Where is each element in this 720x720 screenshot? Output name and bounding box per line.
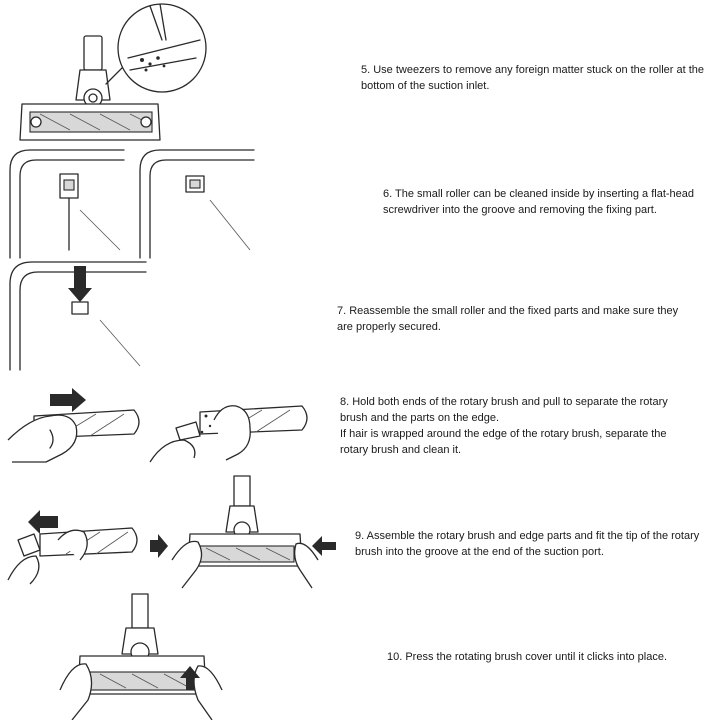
step-6-text: 6. The small roller can be cleaned insid… bbox=[383, 186, 694, 218]
step5-illustration bbox=[19, 3, 207, 141]
step8-illustration bbox=[7, 388, 308, 463]
step-8-line-4: rotary brush and clean it. bbox=[340, 444, 462, 456]
step-6-line-1: 6. The small roller can be cleaned insid… bbox=[383, 188, 695, 200]
step-7-line-2: are properly secured. bbox=[337, 321, 441, 333]
step6-illustration bbox=[9, 149, 255, 259]
step-8-text: 8. Hold both ends of the rotary brush an… bbox=[340, 394, 668, 458]
step-5-text: 5. Use tweezers to remove any foreign ma… bbox=[361, 62, 704, 94]
step-10-line-1: 10. Press the rotating brush cover until… bbox=[387, 651, 668, 663]
step-9-line-1: 9. Assemble the rotary brush and edge pa… bbox=[355, 530, 700, 542]
step-9-text: 9. Assemble the rotary brush and edge pa… bbox=[355, 528, 699, 560]
step-7-line-1: 7. Reassemble the small roller and the f… bbox=[337, 305, 679, 317]
step7-illustration bbox=[9, 261, 147, 371]
step-8-line-2: brush and the parts on the edge. bbox=[340, 412, 500, 424]
step-9-line-2: brush into the groove at the end of the … bbox=[355, 546, 604, 558]
step-7-text: 7. Reassemble the small roller and the f… bbox=[337, 303, 678, 335]
step-10-text: 10. Press the rotating brush cover until… bbox=[387, 649, 667, 665]
step-6-line-2: screwdriver into the groove and removing… bbox=[383, 204, 657, 216]
step-5-line-2: bottom of the suction inlet. bbox=[361, 80, 490, 92]
step9-illustration bbox=[7, 475, 336, 589]
step10-illustration bbox=[59, 593, 223, 720]
step-8-line-1: 8. Hold both ends of the rotary brush an… bbox=[340, 396, 668, 408]
step-8-line-3: If hair is wrapped around the edge of th… bbox=[340, 428, 667, 440]
step-5-line-1: 5. Use tweezers to remove any foreign ma… bbox=[361, 64, 704, 76]
